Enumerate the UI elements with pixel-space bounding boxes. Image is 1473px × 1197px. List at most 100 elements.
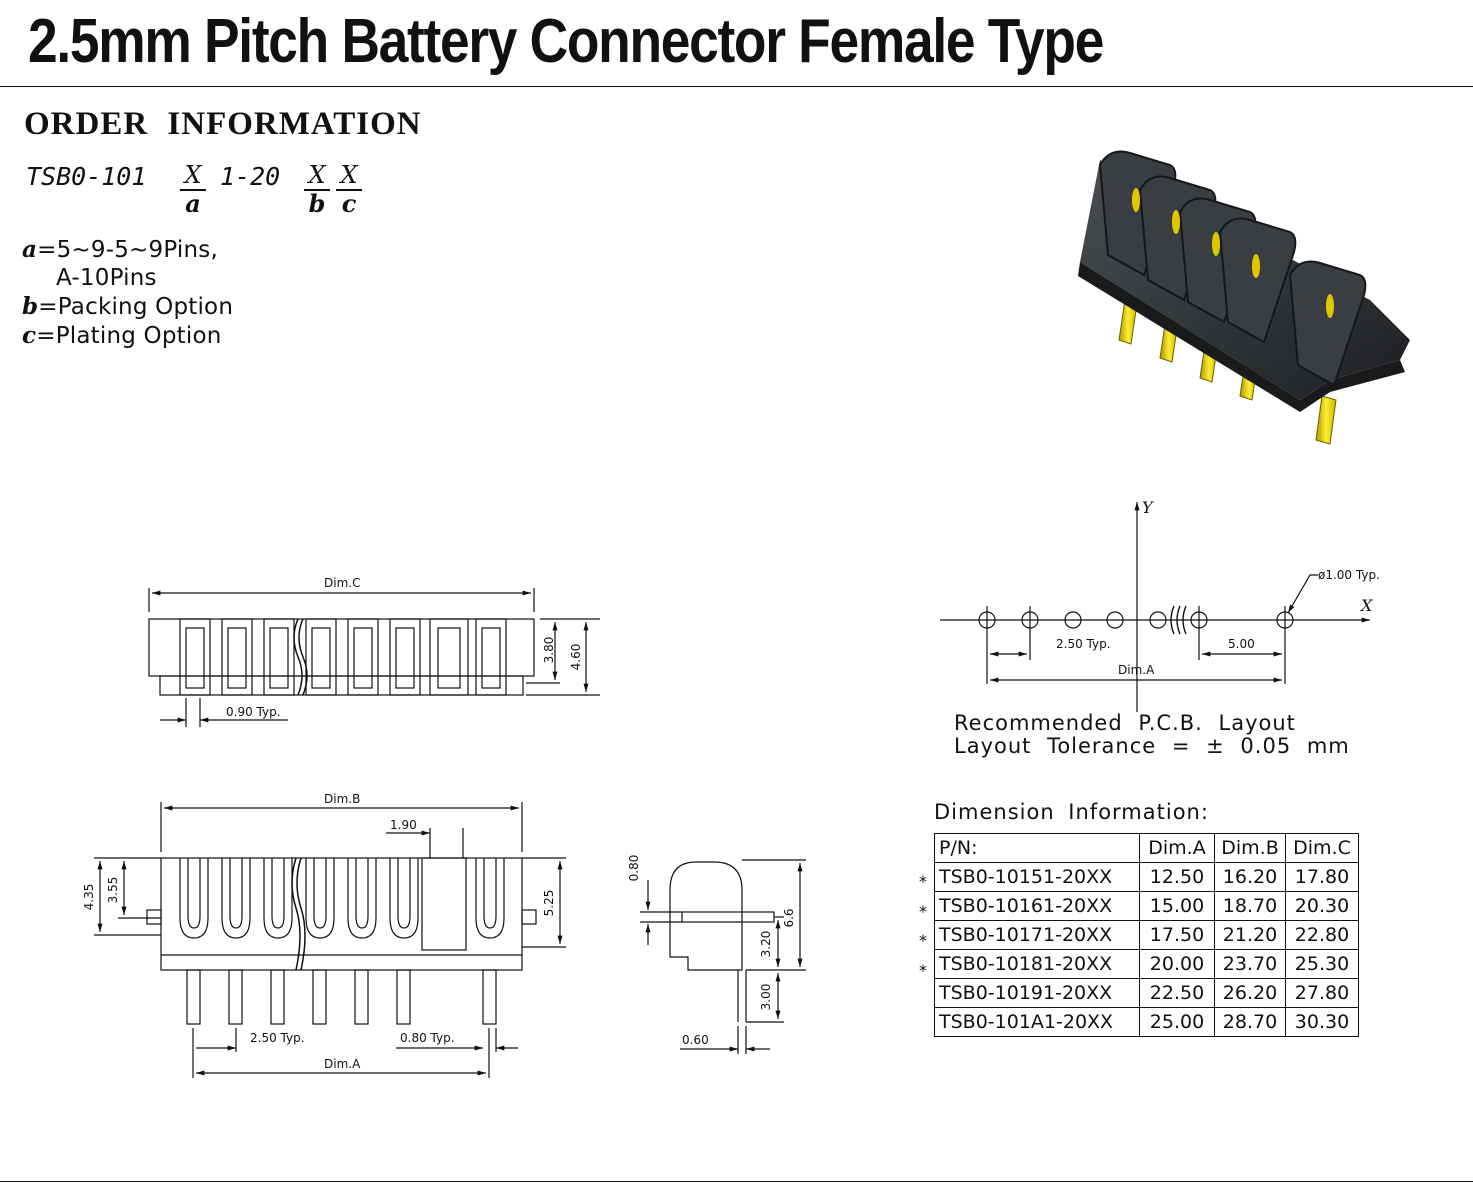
side-d-300: 3.00 (759, 984, 773, 1011)
cell-dim-a: 22.50 (1139, 978, 1215, 1008)
connector-3d-image (1078, 150, 1410, 445)
option-c-key: c (22, 322, 37, 349)
pcb-note-tolerance: Layout Tolerance = ± 0.05 mm (954, 734, 1350, 758)
pcb-axis-x: X (1359, 596, 1373, 615)
side-d-66: 6.6 (782, 908, 796, 927)
cell-pn: TSB0-10151-20XX (934, 862, 1140, 892)
front-h-460: 4.60 (569, 644, 583, 671)
pn-field-b-symbol: X (304, 162, 330, 191)
top-view-pins (186, 969, 497, 1025)
option-a-extra-text: A-10Pins (56, 265, 157, 291)
cell-dim-b: 26.20 (1214, 978, 1286, 1008)
pn-field-b-label: b (308, 189, 326, 218)
cell-pn: TSB0-10171-20XX (934, 920, 1140, 950)
connector-contacts (1132, 188, 1334, 318)
side-d-060: 0.60 (682, 1033, 709, 1047)
pn-prefix: TSB0-101 (26, 162, 147, 191)
cell-dim-b: 23.70 (1214, 949, 1286, 979)
front-h-380: 3.80 (542, 637, 556, 664)
pcb-holes (978, 606, 1294, 634)
front-view (148, 588, 600, 727)
top-h-355: 3.55 (106, 877, 120, 904)
pn-field-a: X a (180, 162, 206, 217)
part-number-prefix: TSB0-101 (26, 162, 146, 191)
row-star-1: * (919, 872, 927, 891)
top-view-contacts (179, 857, 505, 951)
cell-dim-c: 27.80 (1285, 978, 1359, 1008)
dimension-info-heading: Dimension Information: (934, 800, 1209, 824)
top-h-525: 5.25 (542, 890, 556, 917)
table-header-row: P/N: Dim.A Dim.B Dim.C (934, 833, 1359, 863)
cell-dim-c: 22.80 (1285, 920, 1359, 950)
row-star-3: * (919, 931, 927, 950)
option-c-text: =Plating Option (36, 323, 222, 349)
pn-field-c-symbol: X (336, 162, 362, 191)
top-view (94, 802, 566, 1078)
col-header-dim-b: Dim.B (1214, 833, 1286, 863)
row-star-2: * (919, 902, 927, 921)
cell-dim-c: 25.30 (1285, 949, 1359, 979)
pcb-layout (940, 502, 1370, 712)
option-b-text: =Packing Option (38, 294, 234, 320)
pcb-hole-dia: ø1.00 Typ. (1318, 568, 1380, 582)
cell-dim-c: 30.30 (1285, 1007, 1359, 1037)
table-row: TSB0-10171-20XX 17.50 21.20 22.80 (934, 920, 1359, 950)
footer-rule (0, 1181, 1473, 1182)
option-b: b=Packing Option (22, 293, 233, 320)
pn-field-b: X b (304, 162, 330, 217)
side-d-320: 3.20 (759, 931, 773, 958)
pcb-note-title: Recommended P.C.B. Layout (954, 711, 1296, 735)
top-h-435: 4.35 (82, 884, 96, 911)
side-view (640, 859, 806, 1054)
front-view-slots (179, 618, 507, 696)
cell-dim-c: 17.80 (1285, 862, 1359, 892)
pcb-axis-y: Y (1142, 498, 1154, 517)
cell-dim-a: 20.00 (1139, 949, 1215, 979)
table-row: TSB0-101A1-20XX 25.00 28.70 30.30 (934, 1007, 1359, 1037)
col-header-dim-a: Dim.A (1139, 833, 1215, 863)
pn-field-c-label: c (341, 189, 357, 218)
option-c: c=Plating Option (22, 322, 222, 349)
pn-field-a-label: a (185, 189, 201, 218)
option-a-key: a (22, 236, 38, 263)
pn-mid: 1-20 (220, 162, 281, 191)
table-row: TSB0-10181-20XX 20.00 23.70 25.30 (934, 949, 1359, 979)
cell-dim-b: 21.20 (1214, 920, 1286, 950)
row-star-4: * (919, 961, 927, 980)
cell-pn: TSB0-101A1-20XX (934, 1007, 1140, 1037)
pcb-pitch: 2.50 Typ. (1056, 637, 1111, 651)
col-header-dim-c: Dim.C (1285, 833, 1359, 863)
col-header-pn: P/N: (934, 833, 1140, 863)
front-pin-width: 0.90 Typ. (226, 705, 281, 719)
option-a-text: =5~9-5~9Pins, (37, 237, 218, 263)
cell-dim-b: 28.70 (1214, 1007, 1286, 1037)
pn-field-a-symbol: X (180, 162, 206, 191)
option-b-key: b (22, 293, 39, 320)
cell-dim-c: 20.30 (1285, 891, 1359, 921)
top-gap-190: 1.90 (390, 818, 417, 832)
pn-field-c: X c (336, 162, 362, 217)
option-a-extra: A-10Pins (56, 265, 157, 291)
table-row: TSB0-10161-20XX 15.00 18.70 20.30 (934, 891, 1359, 921)
cell-dim-a: 12.50 (1139, 862, 1215, 892)
cell-pn: TSB0-10191-20XX (934, 978, 1140, 1008)
dimension-table: P/N: Dim.A Dim.B Dim.C TSB0-10151-20XX 1… (934, 833, 1359, 1037)
cell-dim-b: 16.20 (1214, 862, 1286, 892)
title-rule (0, 86, 1473, 87)
cell-dim-a: 25.00 (1139, 1007, 1215, 1037)
top-dim-a: Dim.A (324, 1057, 361, 1071)
table-row: TSB0-10151-20XX 12.50 16.20 17.80 (934, 862, 1359, 892)
option-a: a=5~9-5~9Pins, (22, 236, 218, 263)
part-number-mid: 1-20 (220, 162, 280, 191)
order-info-heading: ORDER INFORMATION (24, 106, 422, 142)
cell-dim-a: 17.50 (1139, 920, 1215, 950)
table-row: TSB0-10191-20XX 22.50 26.20 27.80 (934, 978, 1359, 1008)
pcb-dim-a: Dim.A (1118, 663, 1155, 677)
cell-pn: TSB0-10181-20XX (934, 949, 1140, 979)
top-pitch: 2.50 Typ. (250, 1031, 305, 1045)
connector-slots (1098, 150, 1367, 387)
side-d-080: 0.80 (627, 855, 641, 882)
cell-dim-b: 18.70 (1214, 891, 1286, 921)
cell-dim-a: 15.00 (1139, 891, 1215, 921)
